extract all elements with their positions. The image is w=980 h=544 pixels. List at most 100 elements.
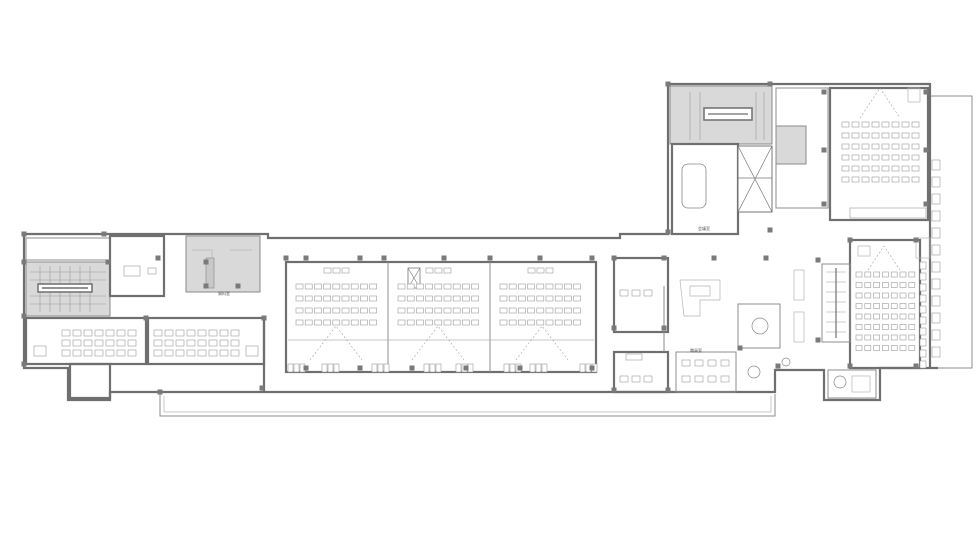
desk bbox=[873, 313, 880, 320]
desk bbox=[901, 121, 910, 128]
exterior-walls bbox=[22, 82, 973, 417]
desk bbox=[545, 267, 554, 274]
desk bbox=[891, 143, 900, 150]
desk bbox=[911, 165, 920, 172]
window-seat bbox=[931, 193, 941, 205]
desk bbox=[891, 121, 900, 128]
desk bbox=[882, 271, 889, 278]
column bbox=[737, 345, 743, 351]
desk bbox=[841, 154, 850, 161]
desk bbox=[443, 283, 452, 290]
bottom-left-office bbox=[24, 316, 266, 400]
column bbox=[847, 363, 853, 369]
column bbox=[611, 387, 617, 393]
desk bbox=[864, 282, 872, 288]
desk bbox=[890, 334, 898, 341]
column bbox=[815, 337, 821, 343]
desk bbox=[545, 307, 554, 314]
column bbox=[665, 387, 671, 393]
column bbox=[157, 389, 163, 395]
window-seat bbox=[919, 305, 927, 314]
desk bbox=[304, 283, 313, 290]
desk bbox=[341, 307, 350, 314]
counter bbox=[849, 207, 927, 219]
desk bbox=[882, 324, 889, 330]
column bbox=[711, 255, 717, 261]
locker bbox=[541, 363, 548, 373]
locker bbox=[333, 363, 340, 373]
window-seat bbox=[919, 316, 927, 325]
desk bbox=[911, 176, 920, 183]
desk bbox=[332, 267, 341, 274]
desk bbox=[573, 307, 581, 314]
desk bbox=[554, 319, 563, 326]
desk bbox=[908, 303, 916, 309]
locker bbox=[503, 363, 510, 373]
locker bbox=[377, 363, 384, 373]
column bbox=[589, 365, 595, 371]
column bbox=[661, 255, 667, 261]
locker bbox=[535, 363, 542, 373]
window-seat bbox=[931, 159, 941, 171]
desk bbox=[406, 295, 415, 302]
desk bbox=[871, 176, 880, 183]
desk bbox=[851, 132, 860, 139]
desk bbox=[94, 339, 104, 347]
desk bbox=[871, 154, 880, 161]
locker bbox=[371, 363, 378, 373]
column bbox=[923, 147, 929, 153]
desk bbox=[197, 349, 207, 357]
column bbox=[143, 315, 149, 321]
desk bbox=[471, 283, 479, 290]
left-small-rooms: 資料室 bbox=[108, 234, 261, 298]
desk bbox=[350, 295, 359, 302]
column bbox=[821, 89, 827, 95]
desk bbox=[127, 349, 137, 357]
desk bbox=[891, 132, 900, 139]
desk bbox=[332, 295, 341, 302]
desk bbox=[864, 292, 872, 299]
room-label-a: 資料室 bbox=[218, 290, 230, 296]
desk bbox=[882, 345, 889, 351]
desk bbox=[908, 282, 916, 288]
desk bbox=[416, 319, 424, 326]
desk bbox=[406, 319, 415, 326]
desk bbox=[314, 295, 322, 302]
desk bbox=[554, 307, 563, 314]
desk bbox=[416, 295, 424, 302]
desk bbox=[499, 283, 508, 290]
desk bbox=[471, 319, 479, 326]
desk bbox=[527, 283, 535, 290]
desk bbox=[434, 307, 443, 314]
desk bbox=[443, 307, 452, 314]
desk bbox=[83, 329, 93, 337]
desk bbox=[861, 165, 870, 172]
desk bbox=[707, 375, 717, 383]
desk bbox=[899, 292, 907, 299]
desk bbox=[554, 295, 563, 302]
desk bbox=[871, 132, 880, 139]
desk bbox=[208, 339, 218, 347]
column bbox=[203, 283, 209, 289]
column bbox=[101, 231, 107, 237]
desk bbox=[323, 307, 331, 314]
desk bbox=[452, 283, 461, 290]
desk bbox=[369, 283, 377, 290]
desk bbox=[452, 307, 461, 314]
desk bbox=[425, 295, 433, 302]
window-seat bbox=[919, 338, 927, 347]
desk bbox=[72, 339, 82, 347]
desk bbox=[573, 283, 581, 290]
desk bbox=[908, 313, 916, 320]
desk bbox=[873, 345, 880, 351]
column bbox=[611, 325, 617, 331]
desk bbox=[899, 271, 907, 278]
desk bbox=[425, 319, 433, 326]
desk bbox=[564, 295, 572, 302]
desk bbox=[332, 283, 341, 290]
desk bbox=[720, 375, 730, 383]
locker bbox=[429, 363, 436, 373]
desk bbox=[518, 283, 526, 290]
desk bbox=[681, 359, 691, 367]
desk bbox=[536, 307, 545, 314]
